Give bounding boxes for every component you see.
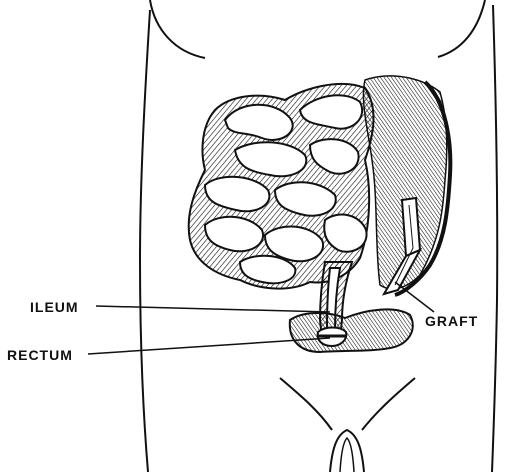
rectum-stump <box>290 309 413 352</box>
right-torso-side <box>492 5 497 472</box>
groin-cleft <box>330 430 364 472</box>
groin-inner <box>340 438 354 472</box>
graft-leader <box>395 282 434 312</box>
groin-lines <box>280 378 415 430</box>
left-torso-side <box>140 10 150 472</box>
ileum-leader <box>96 306 330 312</box>
graft-label: GRAFT <box>425 313 478 329</box>
ileum-label: ILEUM <box>30 299 79 315</box>
pelvic-floor-shading <box>290 309 413 352</box>
left-shoulder-curve <box>150 0 205 58</box>
rectum-label: RECTUM <box>7 347 73 363</box>
small-intestine <box>189 84 374 289</box>
right-shoulder-curve <box>438 0 485 57</box>
rectum-leader <box>88 338 330 354</box>
